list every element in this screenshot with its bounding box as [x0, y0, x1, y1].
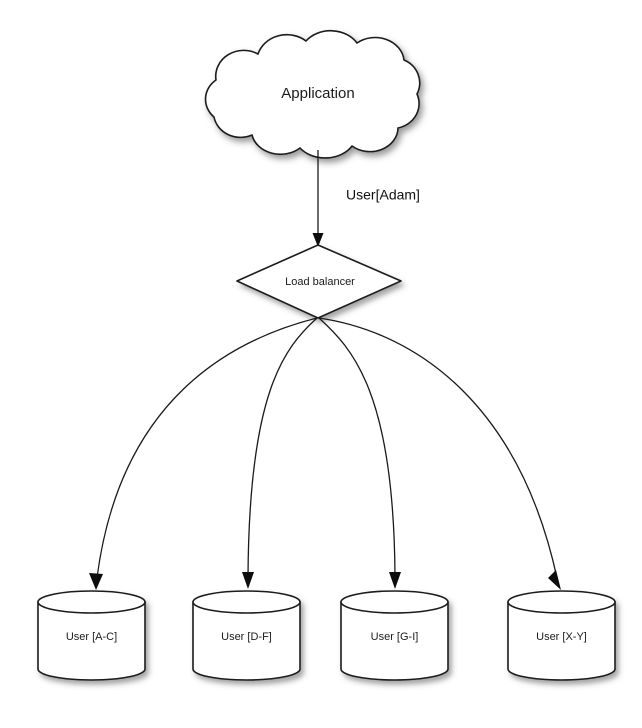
edge-curve-db-1 [96, 317, 318, 579]
node-database-1[interactable]: User [A-C] [37, 590, 146, 681]
database-3-top [340, 590, 449, 614]
edge-balancer-to-db-4 [318, 317, 561, 590]
load-balancer-label: Load balancer [285, 276, 355, 288]
load-balancer-shape [236, 244, 402, 319]
database-4-top [507, 590, 616, 614]
edge-balancer-to-db-1 [89, 317, 318, 590]
database-1-top [37, 590, 146, 614]
edge-curve-db-3 [318, 317, 396, 578]
arrowhead-db-2 [242, 572, 254, 589]
database-1-body [37, 601, 146, 681]
database-4-body [507, 601, 616, 681]
database-2-label: User [D-F] [221, 631, 272, 643]
node-load-balancer-diamond[interactable]: Load balancer [236, 244, 402, 319]
database-4-label: User [X-Y] [536, 631, 587, 643]
database-2-top [192, 590, 301, 614]
arrowhead-db-3 [389, 572, 401, 589]
edge-label-user-adam: User[Adam] [346, 187, 420, 203]
arrowhead-balancer [312, 233, 324, 247]
arrowhead-db-1 [89, 573, 103, 590]
edge-curve-db-4 [318, 317, 558, 579]
node-database-3[interactable]: User [G-I] [340, 590, 449, 681]
edge-curve-db-2 [247, 317, 318, 578]
database-2-body [192, 601, 301, 681]
edge-balancer-to-db-2 [242, 317, 318, 589]
node-database-4[interactable]: User [X-Y] [507, 590, 616, 681]
application-label: Application [281, 85, 354, 102]
database-3-body [340, 601, 449, 681]
edge-application-to-balancer: User[Adam] [312, 150, 420, 247]
node-application-cloud[interactable]: Application [204, 29, 421, 159]
database-1-label: User [A-C] [66, 631, 117, 643]
node-database-2[interactable]: User [D-F] [192, 590, 301, 681]
database-3-label: User [G-I] [371, 631, 419, 643]
arrowhead-db-4 [548, 570, 561, 590]
edge-balancer-to-db-3 [318, 317, 401, 589]
